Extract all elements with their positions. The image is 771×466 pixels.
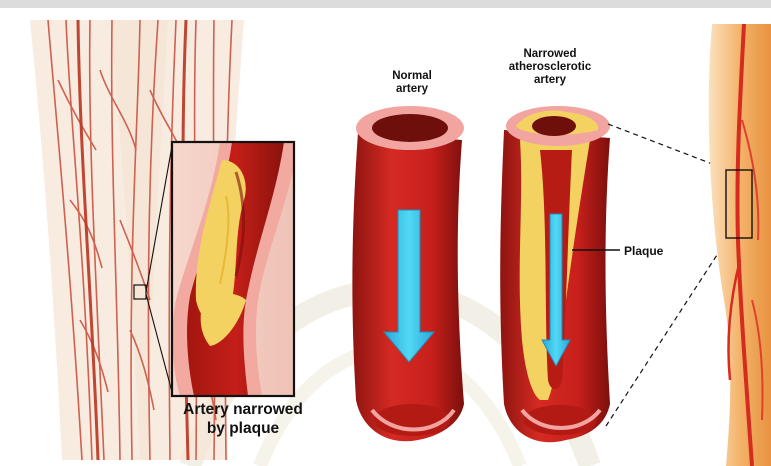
plaque-label: Plaque: [624, 244, 663, 258]
normal-artery-label: Normal artery: [372, 70, 452, 96]
normal-artery-illustration: [352, 106, 464, 441]
callout-caption: Artery narrowed by plaque: [168, 400, 318, 438]
narrowed-artery-illustration: [500, 106, 610, 442]
narrowed-artery-label: Narrowed atherosclerotic artery: [490, 48, 610, 87]
dashed-connector-bottom: [606, 238, 728, 426]
right-leg-illustration: [709, 24, 771, 466]
narrowed-artery-inset: [172, 142, 298, 396]
